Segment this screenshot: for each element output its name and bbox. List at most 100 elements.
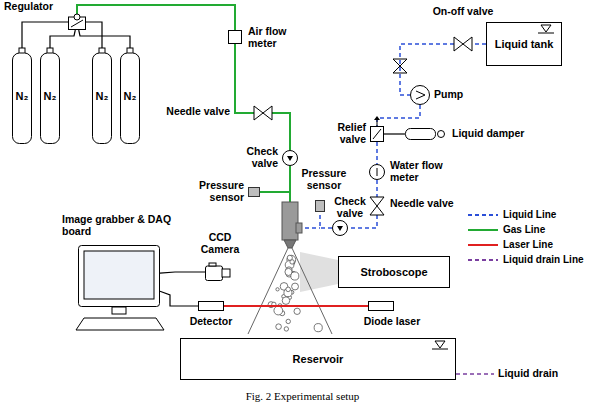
liquid-damper-outline [405,128,445,140]
component-label: Reservoir [293,353,344,365]
pipe-connector [160,272,205,273]
component-label: Liquid damper [452,128,534,140]
legend-row: Liquid Line [468,208,556,221]
computer-monitor: Image grabber & DAQ board [78,245,160,307]
laser-detector-outline [198,301,224,311]
drain-line [456,373,494,375]
check-valve-outline [282,150,298,166]
pipe-connector [472,43,486,45]
computer-monitor-outline [78,245,160,307]
component-label: Water flow meter [390,160,454,183]
nozzle-body [282,202,298,240]
spray-bubble [274,306,283,315]
legend-row: Gas Line [468,223,545,236]
air-flow-meter-outline [228,30,242,44]
strobe-light-beam [300,252,338,292]
gas-cylinder: N₂ [120,48,140,144]
reservoir: Reservoir [180,338,456,380]
pipe-connector [77,5,235,30]
legend-row: Laser Line [468,238,553,251]
component-label: CCD Camera [198,232,242,255]
laser-detector: Detector [198,301,224,311]
pipe-connector [400,44,454,95]
needle-valve: Needle valve [254,106,272,120]
legend-label: Laser Line [503,239,553,250]
pump-outline [410,85,430,105]
component-label: N₂ [124,90,137,102]
component-label: Relief valve [320,122,366,145]
spray-bubble [284,327,288,331]
check-valve: Check valve [332,220,348,236]
pipe-connector [50,30,75,48]
spray-cone-edge [248,248,288,334]
gas-pipe-stub [289,192,291,202]
pipe-connector [235,44,254,113]
on-off-valve: On-off valve [454,37,472,51]
spray-cone-edge [292,248,332,334]
on-off-valve-outline [454,37,472,51]
pipe-connector [86,22,102,48]
component-label: N₂ [44,90,57,102]
pipe-connector [79,30,130,48]
legend-label: Liquid drain Line [503,254,584,265]
pressure-sensor-outline [315,200,325,212]
liquid-damper: Liquid damper [405,128,445,140]
component-label: Needle valve [390,198,454,210]
spray-bubble [294,308,300,314]
component-label: Air flow meter [248,26,304,49]
water-flow-meter: Water flow meter [369,164,385,180]
water-flow-meter-outline [369,164,385,180]
spray-bubbles [268,255,322,332]
relief-valve-outline [370,126,384,142]
diode-laser-outline [368,301,394,311]
air-flow-meter: Air flow meter [228,30,242,44]
gas-cylinder: N₂ [40,48,60,144]
gas-cylinder: N₂ [92,48,112,144]
figure-caption: Fig. 2 Experimental setup [0,390,605,402]
component-label: N₂ [96,90,109,102]
legend-label: Gas Line [503,224,545,235]
check-valve: Check valve [282,150,298,166]
component-label: Check valve [232,146,278,169]
keyboard [76,318,164,330]
pipe-connector [376,142,378,164]
spray-bubble [276,288,279,291]
legend-line-sample [468,256,498,264]
needle-valve-outline [254,106,272,120]
check-valve-outline [332,220,348,236]
component-label: Diode laser [360,316,424,328]
pipe-connector [377,105,420,126]
legend-line-sample [468,211,498,219]
spray-bubble [285,268,292,275]
spray-bubble [276,324,282,330]
regulator: Regulator [68,14,86,30]
relief-valve: Relief valve [370,126,384,142]
spray-bubble [287,255,292,260]
component-label: Pressure sensor [298,168,350,191]
component-label: Needle valve [166,106,230,118]
component-label: Pump [434,89,474,101]
component-label: Liquid tank [495,38,554,50]
pump: Pump [410,85,430,105]
component-label: On-off valve [430,6,496,18]
legend-row: Liquid drain Line [468,253,584,266]
nozzle-port [296,223,302,233]
spray-bubble [286,319,290,323]
component-label: N₂ [16,90,29,102]
ccd-camera: CCD Camera [205,263,231,281]
ccd-camera-outline [205,263,231,281]
pipe-connector [224,305,368,307]
legend-line-sample [468,226,498,234]
pipe-connector [376,180,378,197]
pressure-sensor: Pressure sensor [248,187,260,197]
pipe-connector [320,212,332,228]
spray-bubble [292,283,299,290]
liquid-tank: Liquid tank [486,22,562,66]
pipe-connector [260,166,290,192]
component-label: Detector [186,316,236,328]
component-label: Image grabber & DAQ board [62,214,177,237]
gas-cylinder: N₂ [12,48,32,144]
legend-line-sample [468,241,498,249]
spray-bubble [282,297,290,305]
